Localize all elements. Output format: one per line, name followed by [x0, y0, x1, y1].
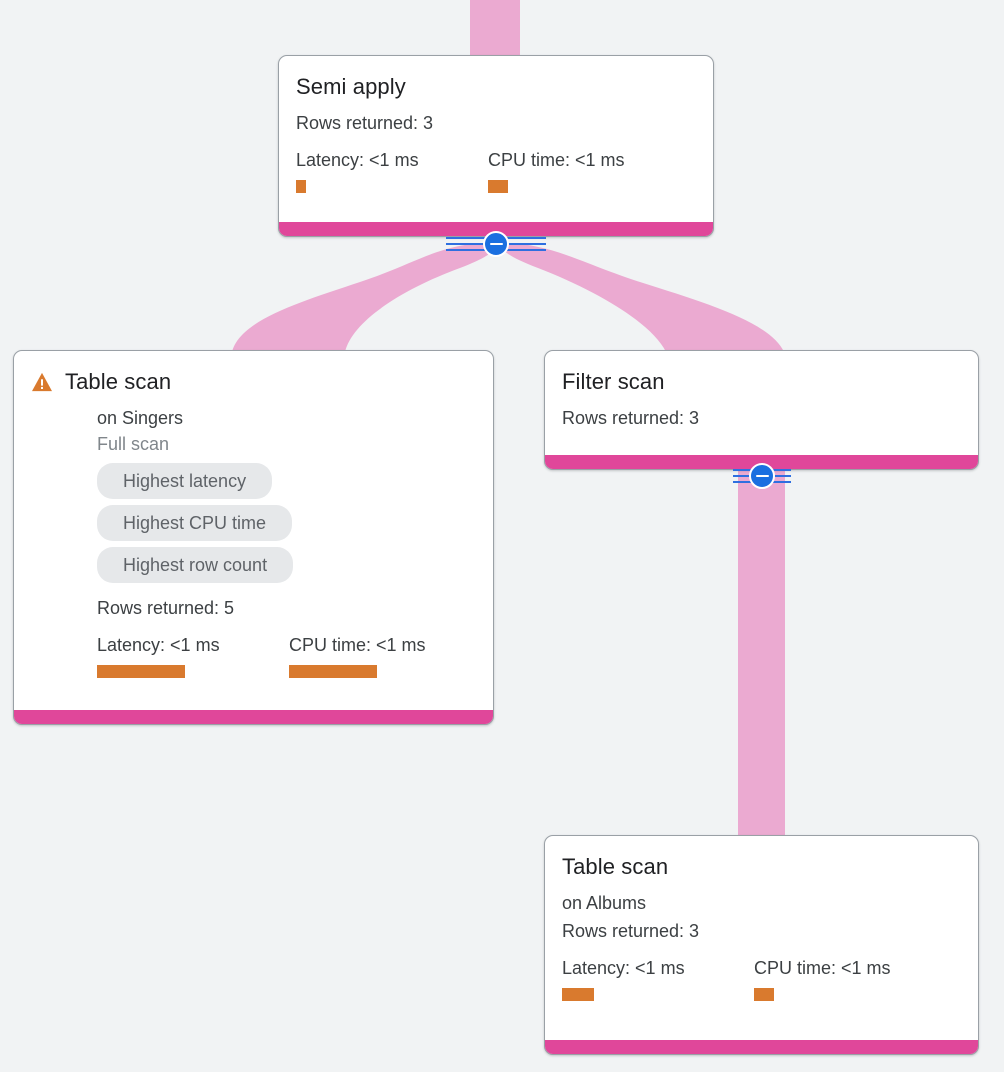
node-table-scan-singers-scan-type: Full scan	[97, 434, 170, 454]
edge-incoming-top	[470, 0, 520, 56]
node-table-scan-albums-rows-returned: Rows returned: 3	[562, 921, 700, 941]
chip-row: Highest row count	[31, 547, 476, 589]
node-table-scan-albums-cpu-bar	[754, 988, 774, 1001]
chip-highest-latency: Highest latency	[97, 463, 273, 499]
collapse-toggle-semi-apply[interactable]	[483, 231, 509, 257]
chip-highest-row-count: Highest row count	[97, 547, 294, 583]
node-filter-scan-footer-bar	[545, 455, 978, 469]
node-filter-scan-body: Filter scan Rows returned: 3	[545, 351, 978, 445]
node-filter-scan-title-row: Filter scan	[562, 369, 961, 395]
minus-icon	[489, 242, 503, 246]
node-table-scan-albums[interactable]: Table scan on Albums Rows returned: 3 La…	[544, 835, 979, 1055]
node-table-scan-singers-title: Table scan	[65, 369, 172, 394]
node-semi-apply-body: Semi apply Rows returned: 3 Latency: <1 …	[279, 56, 713, 207]
node-semi-apply-title: Semi apply	[296, 74, 406, 99]
node-table-scan-singers-cpu-metric: CPU time: <1 ms	[289, 633, 426, 678]
node-semi-apply-latency-label: Latency: <1 ms	[296, 150, 419, 170]
node-table-scan-singers-body: Table scan on Singers Full scan Highest …	[14, 351, 493, 692]
edge-semiapply-to-filterscan	[500, 243, 784, 352]
node-table-scan-albums-cpu-label: CPU time: <1 ms	[754, 958, 891, 978]
node-table-scan-albums-body: Table scan on Albums Rows returned: 3 La…	[545, 836, 978, 1015]
node-table-scan-albums-latency-label: Latency: <1 ms	[562, 958, 685, 978]
node-semi-apply-latency-metric: Latency: <1 ms	[296, 148, 488, 193]
node-semi-apply-footer-bar	[279, 222, 713, 236]
node-semi-apply-rows-returned: Rows returned: 3	[296, 113, 434, 133]
node-table-scan-singers-footer-bar	[14, 710, 493, 724]
node-table-scan-albums-title-row: Table scan	[562, 854, 961, 880]
node-semi-apply-cpu-label: CPU time: <1 ms	[488, 150, 625, 170]
chip-highest-cpu-time: Highest CPU time	[97, 505, 293, 541]
node-semi-apply-metrics: Latency: <1 ms CPU time: <1 ms	[296, 148, 696, 193]
node-table-scan-singers-latency-bar	[97, 665, 185, 678]
edge-semiapply-to-singers	[232, 243, 497, 352]
node-table-scan-singers-on-table: on Singers	[97, 408, 184, 428]
node-table-scan-albums-latency-metric: Latency: <1 ms	[562, 956, 754, 1001]
node-filter-scan-title: Filter scan	[562, 369, 665, 394]
node-table-scan-albums-title: Table scan	[562, 854, 669, 879]
node-table-scan-singers-metrics: Latency: <1 ms CPU time: <1 ms	[97, 633, 476, 678]
node-semi-apply-title-row: Semi apply	[296, 74, 696, 100]
node-table-scan-albums-metrics: Latency: <1 ms CPU time: <1 ms	[562, 956, 961, 1001]
node-semi-apply-cpu-metric: CPU time: <1 ms	[488, 148, 625, 193]
node-table-scan-albums-footer-bar	[545, 1040, 978, 1054]
node-semi-apply-cpu-bar	[488, 180, 508, 193]
chip-row: Highest CPU time	[31, 505, 476, 547]
node-table-scan-albums-cpu-metric: CPU time: <1 ms	[754, 956, 891, 1001]
node-table-scan-singers-latency-label: Latency: <1 ms	[97, 635, 220, 655]
node-semi-apply-latency-bar	[296, 180, 306, 193]
node-table-scan-singers-title-row: Table scan	[31, 369, 476, 395]
node-table-scan-albums-on-table: on Albums	[562, 893, 647, 913]
node-filter-scan-rows-returned: Rows returned: 3	[562, 408, 700, 428]
node-table-scan-singers-cpu-label: CPU time: <1 ms	[289, 635, 426, 655]
node-table-scan-singers-latency-metric: Latency: <1 ms	[97, 633, 289, 678]
node-table-scan-singers[interactable]: Table scan on Singers Full scan Highest …	[13, 350, 494, 725]
node-table-scan-singers-cpu-bar	[289, 665, 377, 678]
node-table-scan-albums-latency-bar	[562, 988, 594, 1001]
minus-icon	[755, 474, 769, 478]
node-table-scan-singers-chips: Highest latency Highest CPU time Highest…	[31, 463, 476, 589]
node-table-scan-singers-rows-returned: Rows returned: 5	[97, 598, 235, 618]
edge-filterscan-to-albums	[738, 470, 785, 838]
node-filter-scan[interactable]: Filter scan Rows returned: 3	[544, 350, 979, 470]
node-semi-apply[interactable]: Semi apply Rows returned: 3 Latency: <1 …	[278, 55, 714, 237]
warning-triangle-icon	[32, 372, 52, 392]
chip-row: Highest latency	[31, 463, 476, 505]
collapse-toggle-filter-scan[interactable]	[749, 463, 775, 489]
